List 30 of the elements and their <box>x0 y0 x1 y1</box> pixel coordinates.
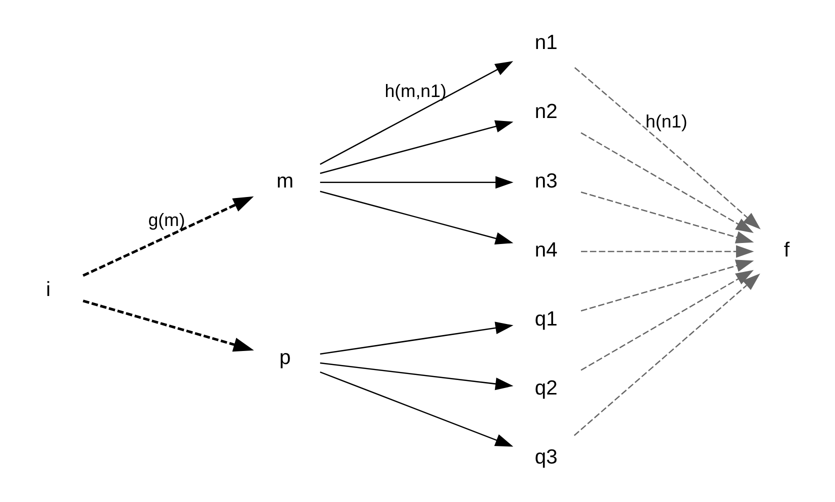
node-text: n3 <box>534 168 558 192</box>
arrow <box>574 273 760 436</box>
node-text: n1 <box>534 30 558 54</box>
node-text: i <box>46 278 51 301</box>
arrow <box>581 244 754 258</box>
node-text: n4 <box>534 238 558 261</box>
arrow <box>82 196 254 276</box>
node-text: q1 <box>534 306 558 330</box>
node-text: f <box>784 238 790 261</box>
node-text: m <box>276 168 294 192</box>
arrow <box>580 191 754 243</box>
arrow <box>580 132 754 233</box>
edge-label: h(m,n1) <box>384 80 446 100</box>
edge-label: h(n1) <box>646 111 688 132</box>
arrow <box>580 259 754 311</box>
edge-label: g(m) <box>148 210 186 230</box>
arrow <box>320 60 514 164</box>
arrow <box>320 370 514 446</box>
arrow <box>320 176 514 188</box>
arrow <box>320 362 514 390</box>
node-text: n2 <box>534 100 558 123</box>
arrow <box>320 190 514 244</box>
arrow <box>580 269 754 370</box>
arrow <box>320 321 514 354</box>
node-text: p <box>279 345 291 368</box>
arrow <box>574 66 761 229</box>
node-text: q2 <box>534 376 558 400</box>
node-text: q3 <box>534 445 558 468</box>
arrow <box>320 120 514 174</box>
arrow <box>82 299 254 352</box>
